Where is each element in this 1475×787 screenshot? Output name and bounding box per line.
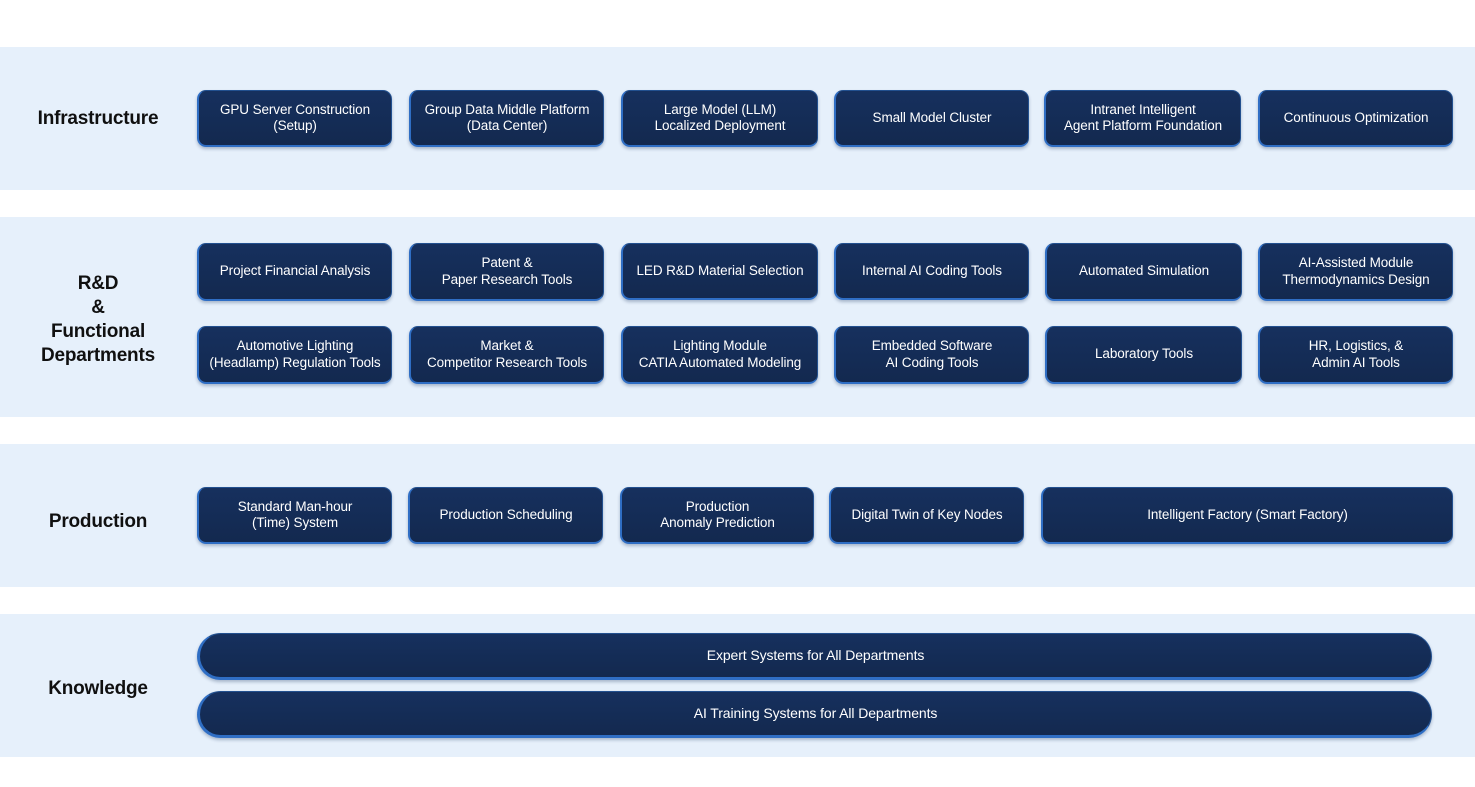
node-production-3[interactable]: Production Anomaly Prediction <box>620 487 814 544</box>
node-rnd-12[interactable]: HR, Logistics, & Admin AI Tools <box>1258 326 1453 384</box>
node-knowledge-2[interactable]: AI Training Systems for All Departments <box>197 691 1432 738</box>
node-rnd-6[interactable]: AI-Assisted Module Thermodynamics Design <box>1258 243 1453 301</box>
row-label-rnd: R&D & Functional Departments <box>41 273 155 366</box>
node-production-2[interactable]: Production Scheduling <box>408 487 603 544</box>
node-infrastructure-5[interactable]: Intranet Intelligent Agent Platform Foun… <box>1044 90 1241 147</box>
node-rnd-8[interactable]: Market & Competitor Research Tools <box>409 326 604 384</box>
node-rnd-7[interactable]: Automotive Lighting (Headlamp) Regulatio… <box>197 326 392 384</box>
node-infrastructure-2[interactable]: Group Data Middle Platform (Data Center) <box>409 90 604 147</box>
node-rnd-3[interactable]: LED R&D Material Selection <box>621 243 818 300</box>
node-production-1[interactable]: Standard Man-hour (Time) System <box>197 487 392 544</box>
node-rnd-1[interactable]: Project Financial Analysis <box>197 243 392 301</box>
node-rnd-4[interactable]: Internal AI Coding Tools <box>834 243 1029 300</box>
node-infrastructure-1[interactable]: GPU Server Construction (Setup) <box>197 90 392 147</box>
node-knowledge-1[interactable]: Expert Systems for All Departments <box>197 633 1432 680</box>
node-infrastructure-4[interactable]: Small Model Cluster <box>834 90 1029 147</box>
row-label-infrastructure: Infrastructure <box>37 108 159 129</box>
node-production-4[interactable]: Digital Twin of Key Nodes <box>829 487 1024 544</box>
row-label-knowledge: Knowledge <box>48 678 148 699</box>
node-rnd-9[interactable]: Lighting Module CATIA Automated Modeling <box>621 326 818 384</box>
node-rnd-11[interactable]: Laboratory Tools <box>1045 326 1242 384</box>
node-rnd-5[interactable]: Automated Simulation <box>1045 243 1242 301</box>
node-rnd-2[interactable]: Patent & Paper Research Tools <box>409 243 604 301</box>
node-rnd-10[interactable]: Embedded Software AI Coding Tools <box>834 326 1029 384</box>
node-production-5[interactable]: Intelligent Factory (Smart Factory) <box>1041 487 1453 544</box>
node-infrastructure-3[interactable]: Large Model (LLM) Localized Deployment <box>621 90 818 147</box>
row-label-production: Production <box>48 511 148 532</box>
node-infrastructure-6[interactable]: Continuous Optimization <box>1258 90 1453 147</box>
